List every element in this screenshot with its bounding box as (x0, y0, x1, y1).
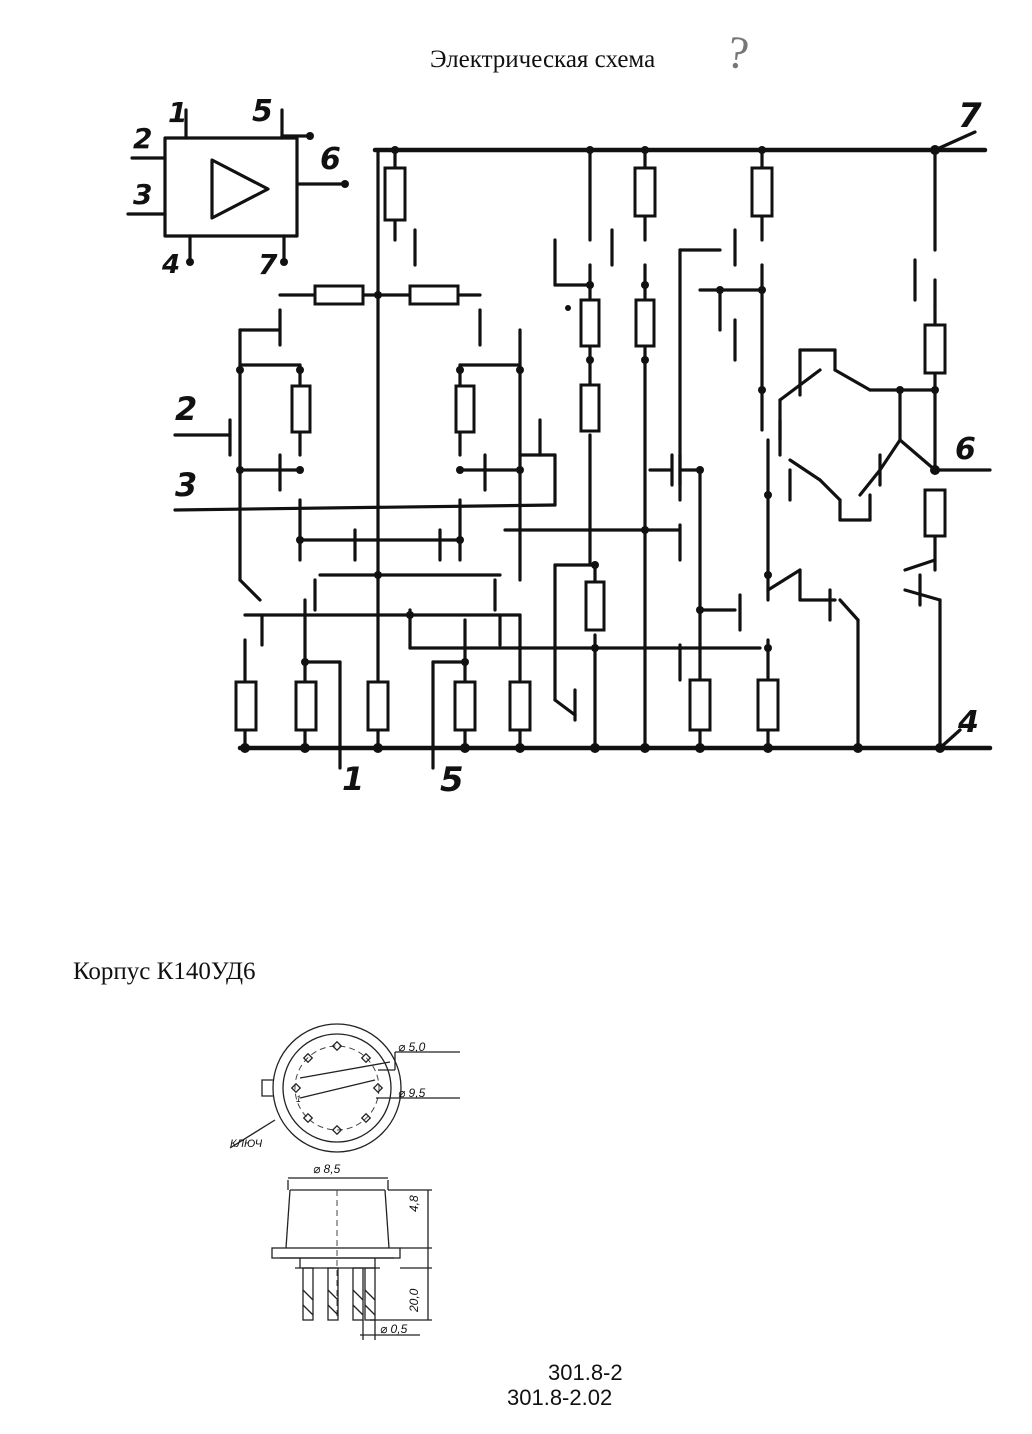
dim-outer-diameter: ⌀ 9,5 (398, 1086, 426, 1100)
pin1-mark: 1 (296, 1094, 302, 1104)
dim-inner-diameter: ⌀ 5,0 (398, 1040, 426, 1054)
symbol-pin-7-label: 7 (258, 248, 278, 281)
vplus-pin-label: 7 (958, 96, 982, 136)
output-pin-label: 6 (955, 432, 976, 467)
symbol-pin-5-label: 5 (252, 94, 273, 129)
dim-body-diameter: ⌀ 8,5 (313, 1162, 341, 1176)
schematic-diagram (126, 108, 993, 770)
inverting-input-label: 2 (175, 390, 198, 428)
package-code-1: 301.8-2 (548, 1360, 623, 1385)
dim-pin-diameter: ⌀ 0,5 (380, 1322, 408, 1336)
vminus-pin-label: 4 (958, 705, 979, 740)
offset-pin-1-label: 1 (342, 760, 365, 798)
junction-dots (236, 145, 945, 753)
opamp-symbol (126, 108, 349, 266)
resistors (234, 166, 947, 732)
dim-lead-length: 20,0 (407, 1288, 421, 1312)
offset-pin-5-label: 5 (440, 760, 464, 800)
noninverting-input-label: 3 (175, 466, 198, 504)
symbol-pin-4-label: 4 (162, 250, 181, 280)
symbol-pin-2-label: 2 (133, 122, 153, 155)
symbol-pin-6-label: 6 (320, 142, 341, 177)
page-title: Электрическая схема (430, 46, 656, 73)
symbol-pin-3-label: 3 (133, 178, 153, 211)
wiring (173, 148, 992, 770)
package-code-2: 301.8-2.02 (507, 1385, 613, 1410)
dim-height: 4,8 (407, 1195, 421, 1212)
package-title: Корпус К140УД6 (73, 958, 256, 985)
key-label: КЛЮЧ (230, 1138, 263, 1150)
symbol-pin-1-label: 1 (168, 96, 188, 129)
